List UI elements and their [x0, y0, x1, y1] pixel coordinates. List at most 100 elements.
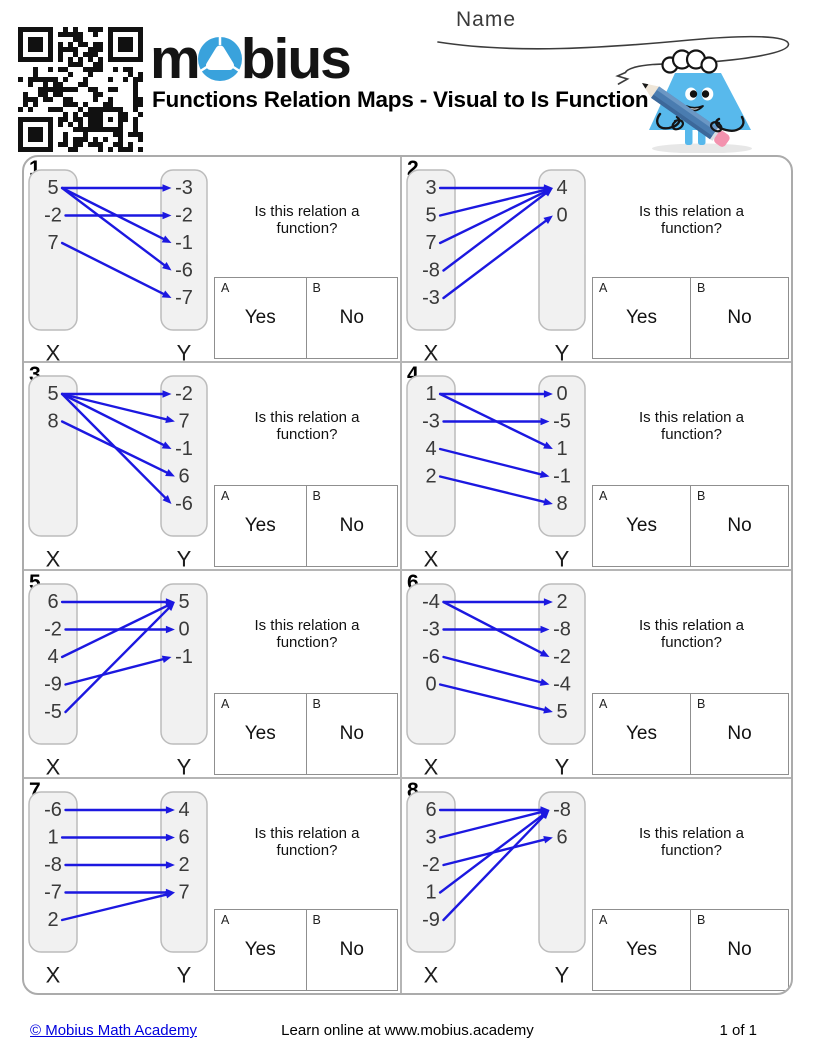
choice-a-cell[interactable]: A Yes [593, 694, 690, 774]
x-value: -2 [44, 619, 62, 641]
problem-number: 3 [29, 363, 41, 386]
choice-label: No [339, 723, 364, 744]
mascot-eyes [685, 87, 714, 101]
arrow [442, 655, 544, 684]
question-line-2: function? [661, 426, 722, 443]
question-line-1: Is this relation a [254, 617, 360, 634]
y-value: -1 [175, 646, 193, 668]
x-value: 6 [425, 799, 436, 821]
mascot-hands [671, 119, 723, 133]
x-value: 2 [425, 466, 436, 488]
problem-number: 4 [407, 363, 419, 386]
arrow [442, 218, 549, 300]
arrow [438, 447, 544, 476]
x-value: 8 [47, 411, 58, 433]
x-value: 7 [425, 232, 436, 254]
question-line-1: Is this relation a [638, 825, 745, 842]
y-column-label: Y [555, 547, 570, 572]
arrow-head [165, 602, 175, 612]
arrow-head [543, 215, 553, 224]
y-column-label: Y [177, 963, 192, 988]
problem-number: 8 [407, 779, 419, 802]
x-value: -4 [422, 591, 440, 613]
arrow-head [165, 415, 175, 424]
y-column-label: Y [177, 547, 192, 572]
copyright-link[interactable]: © Mobius Math Academy [30, 1022, 197, 1039]
arrow-head [165, 890, 175, 899]
question-line-1: Is this relation a [254, 825, 360, 842]
question-line-2: function? [661, 842, 722, 859]
mascot-shadow [652, 143, 752, 153]
arrow-head [543, 836, 553, 844]
arrow [64, 657, 166, 686]
x-value: 7 [47, 232, 58, 254]
arrow [60, 186, 167, 242]
arrow-head [539, 678, 550, 686]
choice-letter: B [697, 697, 706, 711]
choice-label: No [727, 515, 752, 536]
arrow-head [539, 470, 550, 478]
qr-code [18, 27, 143, 152]
name-label: Name [456, 8, 517, 31]
x-column-label: X [46, 547, 61, 572]
choice-letter: A [221, 489, 230, 503]
y-value: 5 [556, 701, 567, 723]
y-value: -8 [553, 799, 571, 821]
mascot-hair [661, 49, 718, 74]
x-value: -3 [422, 411, 440, 433]
arrow [442, 600, 545, 655]
choice-letter: A [599, 697, 608, 711]
y-box [538, 169, 586, 331]
arrow-head [543, 598, 553, 606]
y-column-label: Y [555, 341, 570, 366]
choice-letter: A [599, 913, 608, 927]
choice-letter: B [697, 281, 706, 295]
arrow-head [162, 390, 172, 398]
choice-a-cell[interactable]: A Yes [215, 486, 306, 566]
y-value: -6 [175, 260, 193, 282]
x-value: 4 [47, 646, 58, 668]
x-value: 1 [47, 827, 58, 849]
footer-tagline: Learn online at www.mobius.academy [281, 1022, 534, 1039]
x-value: -2 [422, 854, 440, 876]
arrow-head [543, 441, 553, 449]
arrow [60, 603, 170, 659]
x-box [406, 169, 456, 331]
arrow-head [161, 235, 172, 243]
choice-label: Yes [244, 515, 276, 536]
x-value: -7 [44, 882, 62, 904]
y-value: 1 [556, 438, 567, 460]
y-value: -1 [175, 232, 193, 254]
x-value: 6 [47, 591, 58, 613]
choice-label: Yes [626, 723, 657, 744]
page-title: Functions Relation Maps - Visual to Is F… [152, 87, 649, 112]
choice-letter: A [599, 281, 608, 295]
arrow-head [539, 649, 550, 657]
y-value: -3 [175, 177, 193, 199]
